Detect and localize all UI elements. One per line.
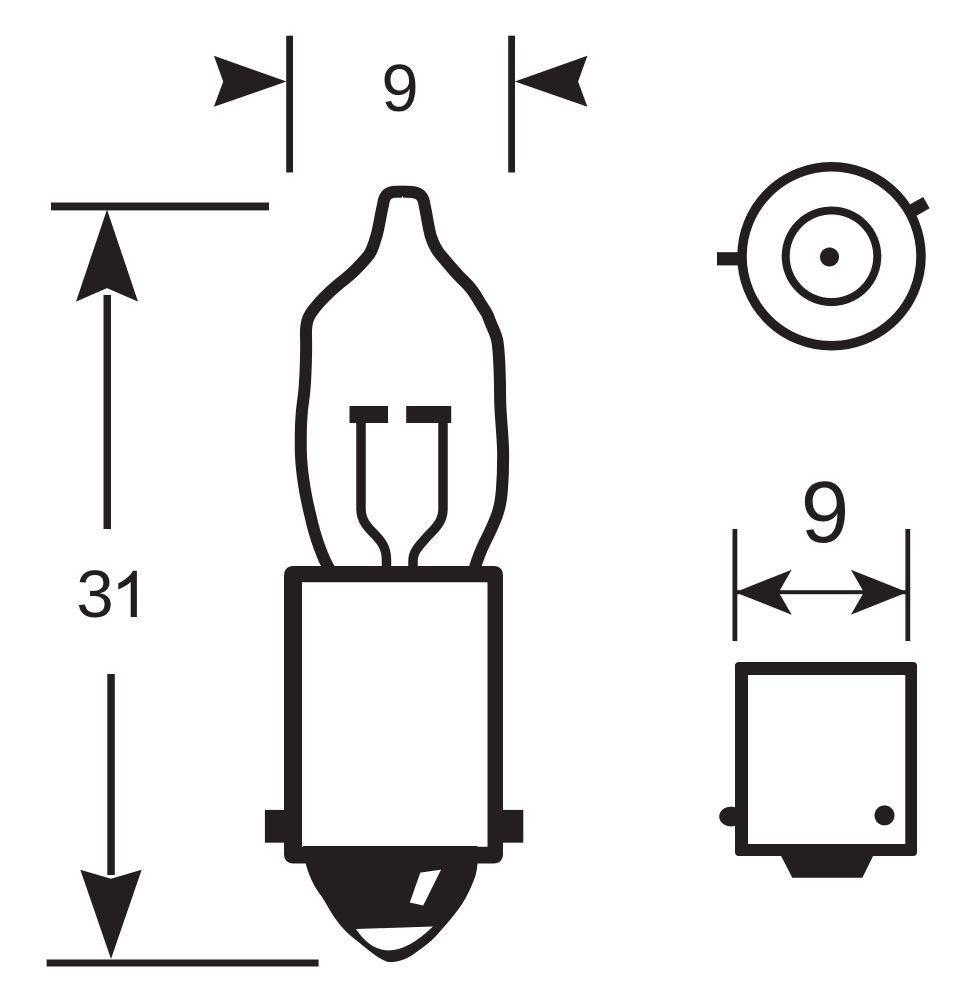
svg-text:9: 9 bbox=[381, 51, 418, 126]
svg-text:9: 9 bbox=[801, 464, 849, 561]
svg-text:3: 3 bbox=[76, 557, 113, 632]
